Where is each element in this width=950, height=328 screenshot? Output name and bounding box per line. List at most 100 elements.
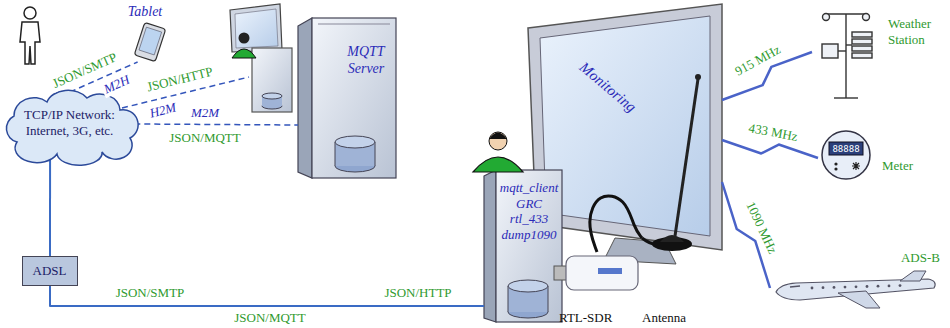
mqtt-server-tower-part	[318, 24, 390, 25]
node-text: RTL-SDR	[559, 310, 629, 326]
meter-display: 88888	[832, 143, 859, 153]
text-block: Meter	[882, 158, 942, 174]
node-text: Meter	[882, 158, 942, 174]
json-smtp-label: JSON/SMTP	[114, 286, 187, 301]
window-dot	[888, 285, 891, 288]
text-block: ADS-B	[878, 250, 940, 266]
weather-station-icon-part	[826, 13, 866, 14]
node-text: GRC	[497, 196, 561, 212]
person-icon	[20, 7, 40, 64]
usb-dongle-part	[566, 256, 638, 290]
mqtt-server-tower-part	[375, 142, 376, 166]
network-line	[50, 286, 484, 306]
mqtt-server: MQTT Server	[298, 14, 396, 178]
json-http-label: JSON/HTTP	[382, 286, 453, 301]
workstation-pc-part	[232, 49, 256, 58]
node-text: mqtt_client	[497, 180, 561, 196]
text-block: ADSL	[23, 263, 76, 279]
antenna-icon	[642, 74, 701, 251]
edge-label: 915 MHz	[731, 42, 785, 81]
network-line	[49, 154, 51, 256]
node-text: TCP/IP Network: Internet, 3G, etc.	[13, 107, 126, 138]
weather-station-icon-part	[852, 32, 872, 37]
window-dot	[877, 285, 880, 288]
mqtt-server-tower	[298, 18, 396, 178]
monitor-screen: Monitoring	[528, 4, 722, 252]
dashed-link	[134, 124, 298, 125]
adsl-modem: ADSL	[22, 256, 78, 286]
weather-station-icon-part	[863, 14, 870, 21]
workstation-pc-part	[239, 33, 250, 44]
edge-label: 1090 MHz	[741, 198, 780, 259]
usb-dongle-part	[598, 268, 622, 274]
text-block: Antenna	[642, 310, 712, 326]
weather-station: Weather Station	[812, 4, 948, 100]
usb-dongle	[554, 256, 638, 290]
monitoring-computer: mqtt_clientGRCrtl_433dump1090	[484, 168, 563, 322]
operator-icon-part	[489, 132, 507, 150]
meter-icon-part	[829, 142, 863, 155]
weather-station-icon	[822, 14, 872, 99]
operator-icon	[473, 132, 523, 172]
node-text: Antenna	[642, 310, 712, 326]
antenna-icon-part	[660, 235, 684, 242]
monitoring-tower-part	[496, 170, 562, 322]
node-text: dump1090	[497, 227, 561, 243]
meter-icon-part	[834, 167, 837, 170]
monitoring-tower-part	[484, 170, 496, 322]
weather-station-icon-part	[834, 97, 858, 98]
cloud-shape	[6, 90, 138, 165]
mqtt-server-tower-part	[335, 142, 336, 166]
monitoring-tower-part	[508, 280, 548, 292]
monitoring-tower-part	[548, 286, 549, 312]
text-block: Tablet	[118, 4, 172, 21]
monitoring-tower-part	[508, 286, 509, 312]
node-text: ADS-B	[878, 250, 940, 266]
node-text: Tablet	[118, 4, 172, 21]
text-block: TCP/IP Network: Internet, 3G, etc.	[13, 107, 126, 138]
usb-dongle-part	[554, 266, 567, 280]
text-block: RTL-SDR	[559, 310, 629, 326]
weather-station-icon-part	[838, 50, 846, 51]
node-text: MQTT Server	[340, 44, 392, 78]
text-block: Monitoring	[564, 48, 652, 126]
weather-station-icon-part	[822, 44, 838, 58]
window-dot	[822, 286, 825, 289]
weather-station-icon-part	[852, 53, 872, 58]
edge-label: M2H	[100, 72, 134, 98]
workstation-pc-part	[235, 9, 278, 48]
airplane-icon	[776, 271, 935, 308]
operator-icon-part	[473, 157, 523, 172]
airplane-icon-part	[838, 291, 880, 308]
antenna: Antenna	[642, 72, 722, 328]
tablet-device: Tablet	[118, 4, 174, 62]
json-http-label: JSON/HTTP	[144, 64, 217, 96]
weather-station-icon-part	[846, 44, 852, 45]
text-block: Weather Station	[888, 16, 946, 47]
rtl-sdr-dongle: RTL-SDR	[554, 252, 640, 328]
window-dot	[811, 287, 814, 290]
text-block: mqtt_clientGRCrtl_433dump1090	[497, 180, 561, 242]
window-dot	[833, 286, 836, 289]
edge-label: M2M	[189, 106, 221, 121]
antenna-icon-part	[695, 74, 701, 80]
aircraft: ADS-B	[770, 250, 946, 310]
meter-icon	[822, 131, 870, 179]
weather-station-icon-part	[852, 39, 872, 44]
antenna-cable	[590, 196, 642, 252]
window-dot	[844, 286, 847, 289]
operator-icon-part	[489, 133, 507, 140]
workstation-pc-part	[252, 48, 292, 112]
edge-label: JSON/MQTT	[232, 311, 308, 326]
node-text: Monitoring	[564, 48, 652, 126]
window-dot	[899, 284, 902, 287]
workstation-pc-part	[230, 4, 282, 52]
node-text: ADSL	[23, 263, 76, 279]
window-dot	[866, 285, 869, 288]
weather-station-icon-part	[852, 46, 872, 51]
weather-station-icon-part	[845, 14, 846, 98]
antenna-icon-part	[675, 79, 698, 236]
